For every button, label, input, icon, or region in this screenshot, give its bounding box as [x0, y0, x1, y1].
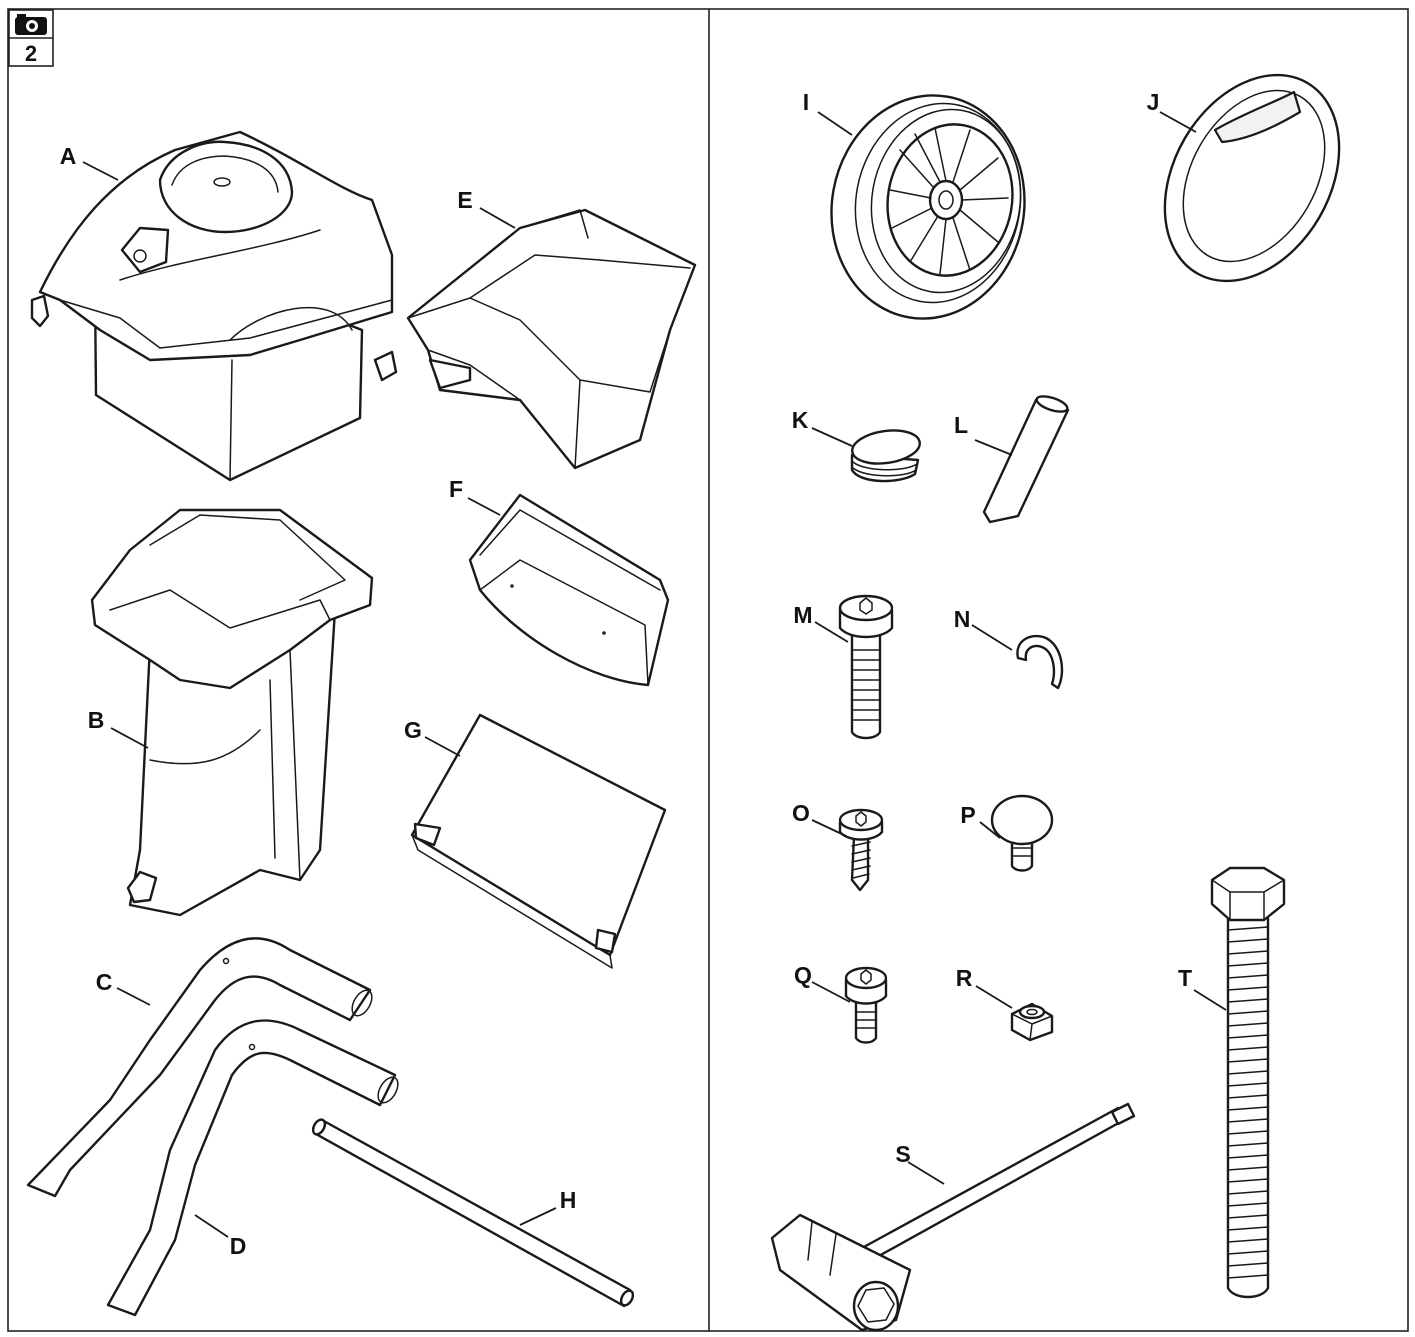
bolt-thread-line: [1227, 1142, 1269, 1147]
leader-o: [811, 819, 847, 837]
bolt-thread-line: [1227, 1094, 1269, 1099]
part-h-rod: [311, 1118, 635, 1308]
label-o: O: [792, 800, 810, 826]
part-j-hubcap: [1163, 73, 1341, 283]
bolt-thread-line: [1227, 1154, 1269, 1159]
leader-a: [82, 161, 119, 181]
part-s-spanner: [770, 1102, 1136, 1332]
label-j: J: [1147, 89, 1160, 115]
label-t: T: [1178, 965, 1192, 991]
part-l-sleeve: [982, 395, 1070, 524]
label-i: I: [803, 89, 809, 115]
bolt-thread-line: [1227, 1010, 1269, 1015]
bolt-thread-line: [1227, 926, 1269, 931]
label-f: F: [449, 476, 463, 502]
part-c-tube: [26, 937, 373, 1198]
bolt-thread-line: [1227, 1130, 1269, 1135]
sheet-frame: [7, 8, 1409, 1332]
leader-j: [1159, 111, 1197, 133]
part-d-tube: [106, 1019, 399, 1317]
camera-icon: [15, 14, 47, 35]
figure-badge: 2: [8, 9, 54, 67]
label-h: H: [560, 1187, 577, 1213]
label-q: Q: [794, 962, 812, 988]
bolt-thread-line: [1227, 1070, 1269, 1075]
part-f-tray: [468, 493, 670, 687]
label-a: A: [60, 143, 77, 169]
label-d: D: [230, 1233, 247, 1259]
leader-c: [116, 987, 151, 1006]
bolt-thread-line: [1227, 1082, 1269, 1087]
label-c: C: [96, 969, 113, 995]
part-q-screw: [844, 966, 888, 1044]
bolt-thread-line: [1227, 962, 1269, 967]
part-k-plug: [850, 429, 921, 483]
bolt-thread-line: [1227, 1166, 1269, 1171]
label-k: K: [792, 407, 809, 433]
part-n-circlip: [1016, 634, 1064, 690]
bolt-thread-line: [1227, 950, 1269, 955]
leader-k: [811, 427, 853, 447]
leader-n: [971, 624, 1013, 651]
part-b-funnel: [90, 508, 374, 917]
bolt-thread-line: [1227, 938, 1269, 943]
part-a-motor-housing: [30, 130, 398, 482]
label-r: R: [956, 965, 973, 991]
leader-h: [519, 1207, 557, 1226]
part-t-bolt: [1210, 866, 1286, 1299]
bolt-thread-line: [1227, 1178, 1269, 1183]
bolt-thread-line: [1227, 1118, 1269, 1123]
leader-d: [194, 1214, 229, 1238]
leader-i: [817, 111, 853, 136]
bolt-thread-line: [1227, 1058, 1269, 1063]
bolt-thread-line: [1227, 1274, 1269, 1279]
bolt-thread-line: [1227, 1238, 1269, 1243]
bolt-thread-line: [1227, 974, 1269, 979]
bolt-thread-line: [1227, 1202, 1269, 1207]
label-n: N: [954, 606, 971, 632]
bolt-thread-line: [1227, 998, 1269, 1003]
label-l: L: [954, 412, 968, 438]
bolt-thread-line: [1227, 1106, 1269, 1111]
bolt-thread-line: [1227, 1190, 1269, 1195]
part-r-nut: [1010, 1002, 1054, 1042]
label-p: P: [960, 802, 975, 828]
label-b: B: [88, 707, 105, 733]
leader-m: [814, 621, 849, 643]
leader-l: [974, 439, 1013, 456]
bolt-thread-line: [1227, 1250, 1269, 1255]
label-e: E: [457, 187, 472, 213]
leader-t: [1193, 989, 1227, 1011]
bolt-thread-line: [1227, 1022, 1269, 1027]
leader-e: [479, 207, 516, 229]
leader-p: [979, 821, 1001, 839]
part-o-screw: [838, 808, 884, 892]
part-g-panel: [410, 713, 667, 969]
part-e-chute: [406, 208, 697, 470]
bolt-thread-line: [1227, 1046, 1269, 1051]
part-p-bolt: [990, 794, 1054, 872]
bolt-thread-line: [1227, 1226, 1269, 1231]
leader-q: [811, 981, 851, 1003]
bolt-thread-line: [1227, 1034, 1269, 1039]
bolt-thread-line: [1227, 1262, 1269, 1267]
part-m-screw: [838, 594, 894, 740]
label-m: M: [793, 602, 812, 628]
label-g: G: [404, 717, 422, 743]
part-i-wheel: [830, 94, 1026, 320]
bolt-thread-line: [1227, 986, 1269, 991]
leader-g: [424, 736, 461, 757]
figure-number: 2: [25, 41, 37, 66]
leader-s: [907, 1161, 945, 1185]
leader-f: [467, 497, 501, 516]
leader-r: [975, 985, 1013, 1009]
bolt-thread-line: [1227, 1214, 1269, 1219]
label-s: S: [895, 1141, 910, 1167]
leader-b: [110, 727, 149, 749]
